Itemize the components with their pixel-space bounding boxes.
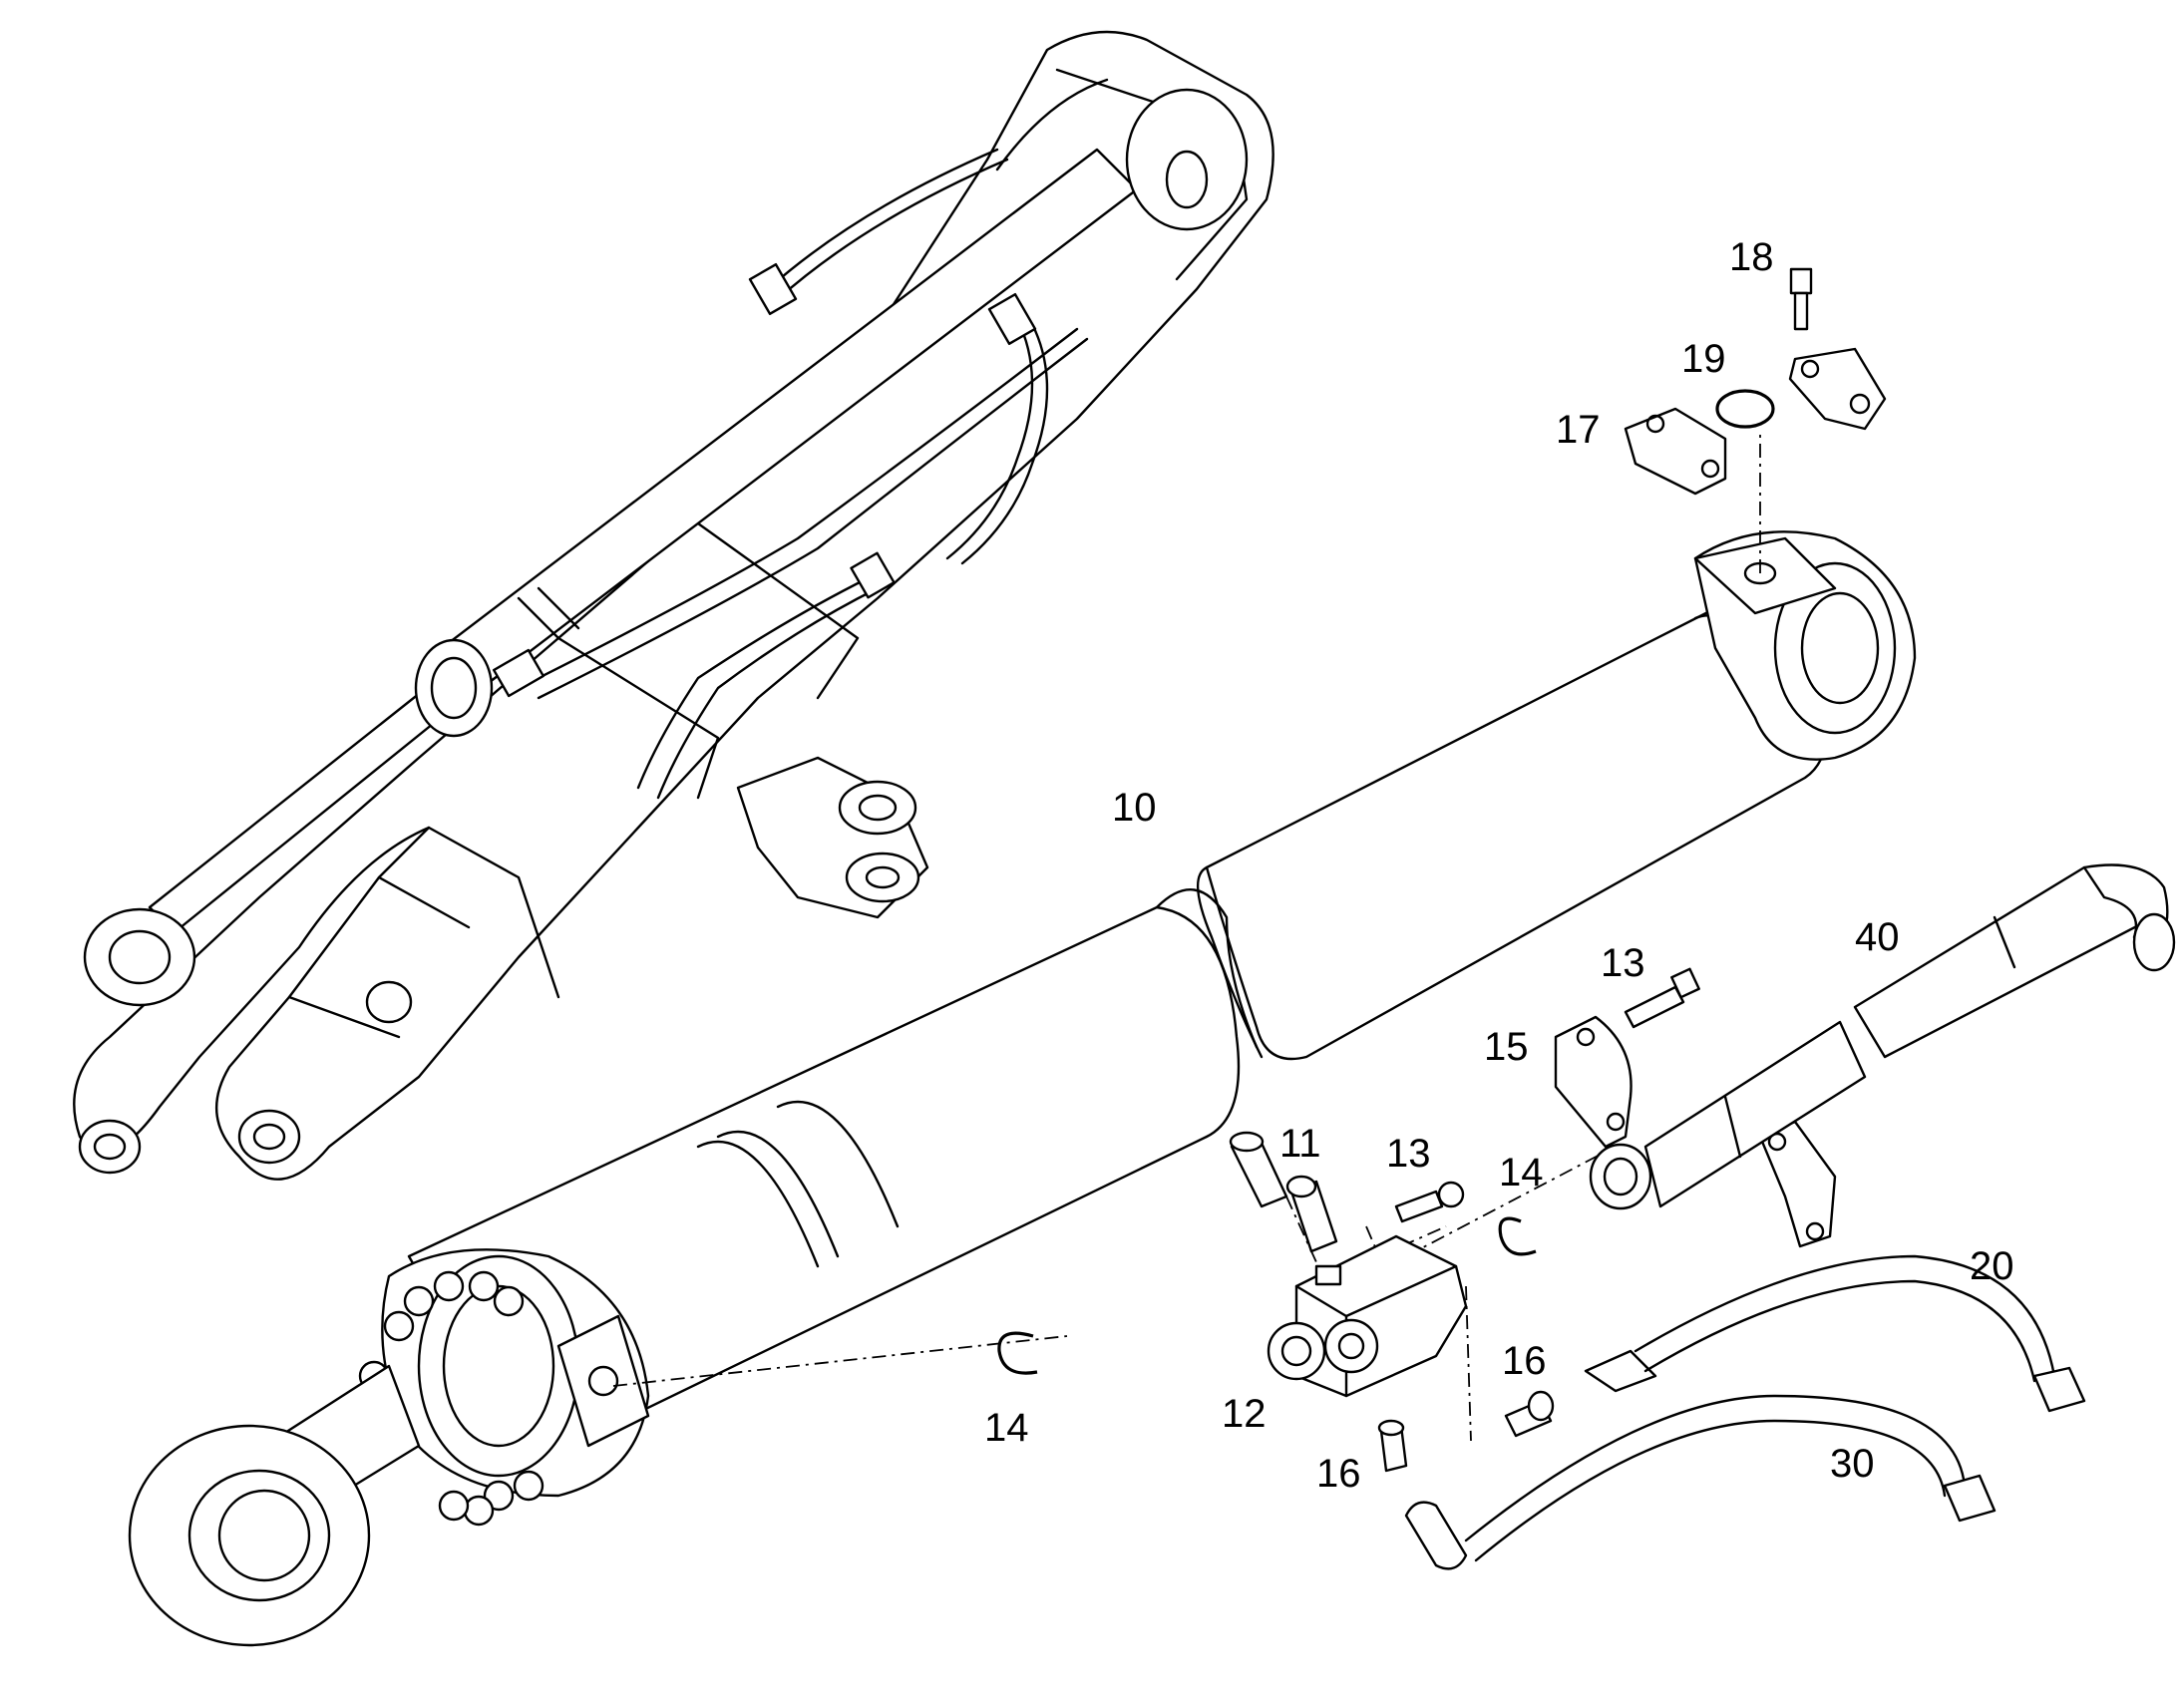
screw-18 — [1789, 267, 1813, 331]
callout-16-right: 16 — [1502, 1339, 1547, 1383]
callout-17: 17 — [1556, 408, 1601, 452]
callout-19: 19 — [1681, 337, 1726, 381]
adapter-16-right — [1504, 1390, 1555, 1438]
hose-30 — [1404, 1394, 1997, 1570]
callout-14-left: 14 — [984, 1406, 1029, 1450]
flange-half-15 — [1554, 1015, 1633, 1149]
callout-20: 20 — [1970, 1244, 2014, 1288]
callout-13-lower: 13 — [1386, 1132, 1431, 1176]
flange-half-lower — [1758, 1120, 1837, 1248]
fitting-11 — [1229, 1131, 1338, 1253]
callout-12: 12 — [1222, 1392, 1267, 1436]
boom-assembly — [73, 30, 1274, 1181]
hose-20 — [1584, 1254, 2086, 1413]
snap-ring-14-left — [997, 1331, 1038, 1375]
callout-30: 30 — [1830, 1442, 1875, 1486]
valve-block-12 — [1267, 1234, 1468, 1398]
screw-13-upper — [1624, 967, 1700, 1029]
o-ring-19 — [1715, 389, 1775, 429]
callout-16-left: 16 — [1316, 1452, 1361, 1496]
callout-40: 40 — [1855, 915, 1900, 959]
hose-40 — [1589, 863, 2176, 1210]
callout-14-right: 14 — [1499, 1151, 1544, 1195]
flange-half-17 — [1624, 407, 1727, 496]
callout-15: 15 — [1484, 1025, 1529, 1069]
flange-half-upper — [1788, 347, 1887, 431]
adapter-16-left — [1377, 1419, 1408, 1473]
callout-10: 10 — [1112, 786, 1157, 830]
callout-11: 11 — [1279, 1122, 1321, 1166]
hydraulic-cylinder-10 — [128, 530, 1917, 1647]
screw-13-lower — [1394, 1181, 1465, 1223]
snap-ring-14-right — [1498, 1216, 1537, 1256]
callout-13-upper: 13 — [1601, 941, 1645, 985]
callout-18: 18 — [1729, 235, 1774, 279]
